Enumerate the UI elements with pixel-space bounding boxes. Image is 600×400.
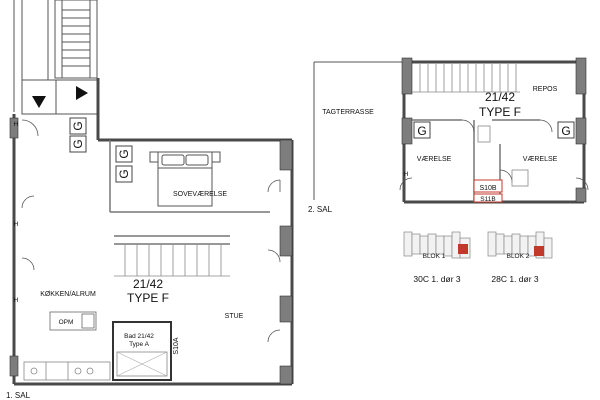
key-plan-1: BLOK 1 30C 1. dør 3 [403,231,471,284]
key-plan-2-caption: 28C 1. dør 3 [491,274,539,284]
bathroom [112,321,172,381]
floor2-apartment-no: 21/42 [485,90,515,104]
floor1-inner-stair [114,244,230,277]
terrace-outline [313,61,404,200]
kitchen-counter [23,361,111,381]
floor2-stair [412,64,520,93]
room-landing: REPOS [533,86,558,93]
floor-2-plan: G G S10B S11B TAGTERRASSE REPOS VÆRELSE … [308,57,589,214]
key-plan-1-highlight [458,244,468,254]
floor2-apartment-type: TYPE F [479,105,521,119]
floor1-window-blocks [9,117,293,385]
floor2-window-blocks [401,57,587,203]
floor2-storage-mark-1: G [417,124,426,138]
floor1-apartment-type: TYPE F [127,291,169,305]
floor-1-plan: G G G G H H H OPM Bad 21/42 [6,0,294,400]
storage-mark-3: G [117,149,131,158]
wall-mark-3: H [14,121,19,128]
key-plan-1-caption: 30C 1. dør 3 [413,274,461,284]
wall-mark-1: H [14,221,19,228]
storage-mark-4: G [117,169,131,178]
entrance-arrow-right-icon [76,86,88,100]
room-left: VÆRELSE [417,156,452,163]
key-plan-2: BLOK 2 28C 1. dør 3 [487,231,553,284]
bath-code: S10A [173,337,180,354]
code-main-border [473,179,503,193]
floor1-doors [21,119,281,343]
floor1-label: 1. SAL [6,391,31,400]
floor2-code-main: S10B [479,185,496,192]
room-terrace: TAGTERRASSE [322,109,374,116]
storage-mark-2: G [71,139,85,148]
floor2-wall-mark: H [404,171,409,178]
appliance-label: OPM [59,319,74,326]
floor2-storage-boxes [413,121,575,139]
bath-line-1: Bad 21/42 [124,333,154,340]
room-kitchen: KØKKEN/ALRUM [40,291,96,298]
bed-icon [149,151,221,207]
floor1-corridor-lines [13,0,49,112]
kitchen-island [49,311,97,331]
key-plan-2-block: BLOK 2 [507,253,530,260]
room-living: STUE [225,313,244,320]
key-plan-2-highlight [534,246,544,256]
storage-mark-1: G [71,121,85,130]
floor1-top-stair [54,0,98,79]
floor2-fixtures [477,125,529,187]
key-plan-1-block: BLOK 1 [423,253,446,260]
floor2-label: 2. SAL [308,205,333,214]
room-right: VÆRELSE [523,156,558,163]
floor1-walls [12,78,294,386]
room-bedroom: SOVEVÆRELSE [173,191,227,198]
entrance-arrow-down-icon [32,96,46,108]
floor2-storage-mark-2: G [561,124,570,138]
wall-mark-2: H [14,297,19,304]
bath-line-2: Type A [129,341,150,348]
floor1-apartment-no: 21/42 [133,277,163,291]
code-cut-border [473,193,503,203]
floor1-storage-boxes [69,117,133,183]
floor1-inner-walls [109,140,270,245]
floor2-code-cut: S11B [480,196,495,203]
